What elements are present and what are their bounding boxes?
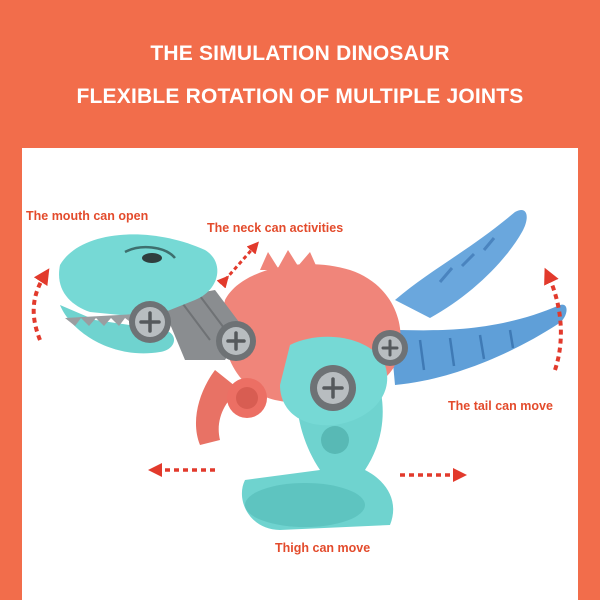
teeth-gray [65,314,137,326]
tail-lower [390,304,567,385]
head-teal [59,234,218,318]
mouth-callout: The mouth can open [26,209,149,223]
neck-arrow [216,241,259,289]
tail-callout: The tail can move [448,399,553,413]
tail-curved-arrow [544,267,563,371]
headline-subtitle: FLEXIBLE ROTATION OF MULTIPLE JOINTS [76,85,524,108]
screw-tail-joint [372,330,408,366]
thigh-callout: Thigh can move [275,541,371,555]
mouth-curved-arrow [31,268,50,341]
headline-title: THE SIMULATION DINOSAUR [150,42,450,65]
tail-upper-spike [395,210,527,318]
screw-head-joint [129,301,171,343]
screw-neck-joint [216,321,256,361]
screw-thigh-joint [310,365,356,411]
arm-coral [195,370,240,445]
neck-callout: The neck can activities [207,221,344,235]
